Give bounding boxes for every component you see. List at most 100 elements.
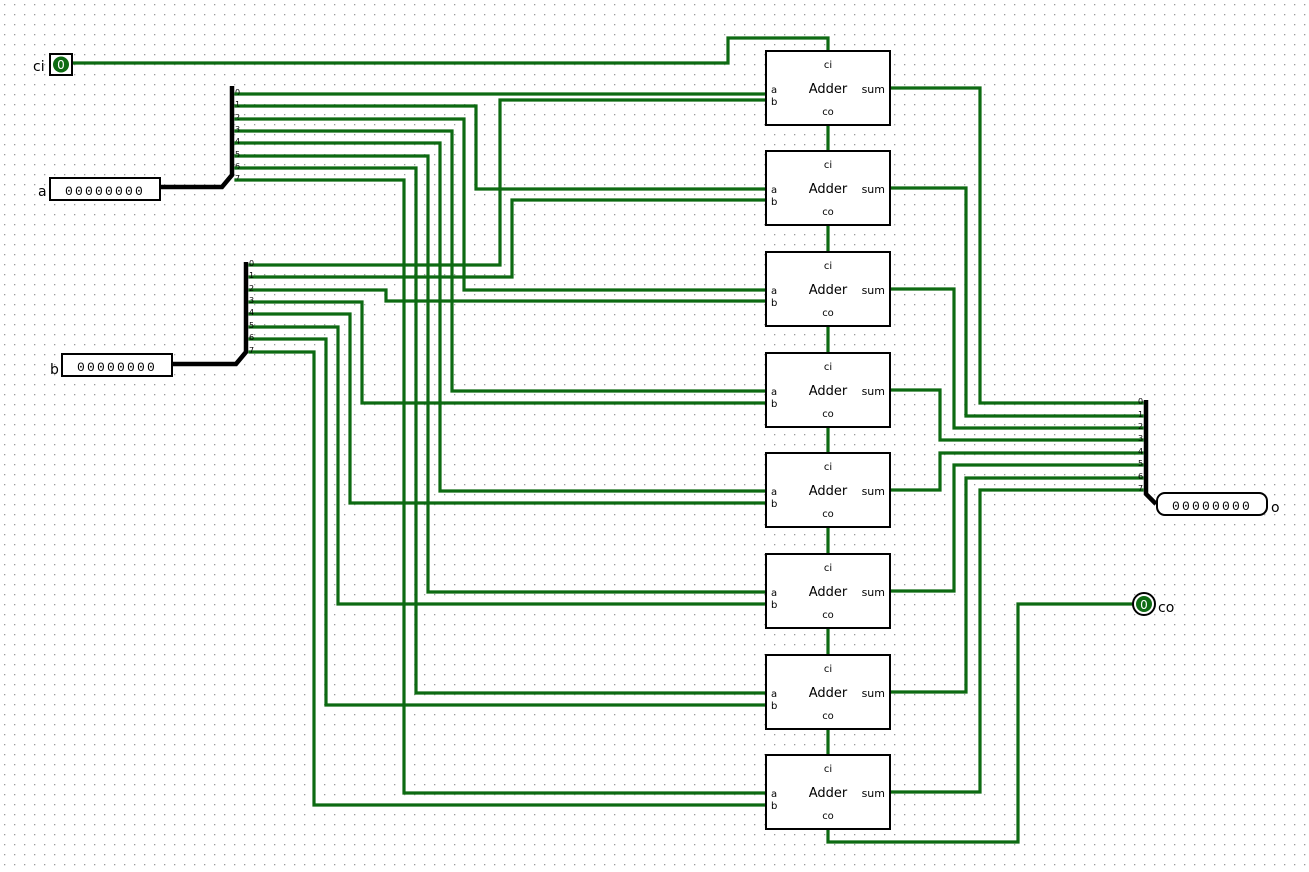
adder-pin-co-6: co — [822, 711, 834, 722]
b-split-bit-1: 1 — [249, 271, 254, 280]
a-bit-wire-6 — [234, 166, 768, 695]
adder-title-3: Adder — [809, 384, 848, 399]
adder-pin-ci-6: ci — [824, 664, 832, 675]
o-split-bit-5: 5 — [1138, 459, 1143, 468]
b-input-label: b — [50, 362, 59, 378]
a-input-pin[interactable]: a 00000000 — [38, 177, 161, 201]
a-split-bit-3: 3 — [235, 125, 240, 134]
a-bus — [160, 86, 235, 190]
adder-pin-sum-3: sum — [862, 385, 885, 398]
a-split-bit-7: 7 — [235, 174, 240, 183]
adder-pin-b-3: b — [771, 399, 777, 410]
co-wire — [826, 602, 1135, 844]
adder-box-7 — [765, 754, 891, 830]
adder-title-0: Adder — [809, 82, 848, 97]
o-split-bit-2: 2 — [1138, 422, 1143, 431]
a-split-dot-3 — [234, 129, 238, 133]
sum-wire-3 — [888, 388, 1144, 442]
o-bus — [1143, 400, 1158, 506]
adder-pin-sum-0: sum — [862, 83, 885, 96]
co-output-pin[interactable]: 0 co — [1132, 592, 1174, 616]
sum-wire-5 — [888, 463, 1144, 593]
b-split-bit-5: 5 — [249, 321, 254, 330]
ci-input-value: 0 — [57, 58, 65, 72]
o-split-bit-6: 6 — [1138, 472, 1143, 481]
co-output-value: 0 — [1140, 598, 1148, 612]
b-split-bit-6: 6 — [249, 333, 254, 342]
a-split-bit-5: 5 — [235, 150, 240, 159]
adder-title-6: Adder — [809, 686, 848, 701]
a-bit-wire-5 — [234, 154, 768, 594]
adder-pin-ci-7: ci — [824, 764, 832, 775]
adder-pin-sum-5: sum — [862, 586, 885, 599]
adder-pin-ci-2: ci — [824, 261, 832, 272]
ci-input-label: ci — [33, 59, 45, 75]
adder-box-3 — [765, 352, 891, 428]
adder-pin-b-4: b — [771, 499, 777, 510]
adder-box-5 — [765, 553, 891, 629]
adder-pin-sum-7: sum — [862, 787, 885, 800]
adder-pin-b-5: b — [771, 600, 777, 611]
adder-pin-co-0: co — [822, 107, 834, 118]
b-split-bit-4: 4 — [249, 308, 254, 317]
o-split-bit-1: 1 — [1138, 410, 1143, 419]
a-split-dot-2 — [234, 117, 238, 121]
b-input-pin[interactable]: b 00000000 — [50, 353, 173, 378]
o-split-bit-0: 0 — [1138, 397, 1143, 406]
sum-wire-0 — [888, 86, 1144, 405]
a-input-value: 00000000 — [65, 184, 145, 199]
sum-wire-2 — [888, 287, 1144, 430]
adder-pin-b-0: b — [771, 97, 777, 108]
adder-title-5: Adder — [809, 585, 848, 600]
b-split-bit-7: 7 — [249, 346, 254, 355]
adder-pin-co-2: co — [822, 308, 834, 319]
sum-wire-6 — [888, 476, 1144, 694]
a-split-dot-7 — [234, 178, 238, 182]
ci-wire — [72, 36, 830, 65]
a-split-bit-4: 4 — [235, 137, 240, 146]
adder-pin-co-3: co — [822, 409, 834, 420]
a-split-dot-5 — [234, 154, 238, 158]
a-split-bit-1: 1 — [235, 100, 240, 109]
b-bus — [172, 262, 249, 367]
adder-pin-sum-1: sum — [862, 183, 885, 196]
o-output-value: 00000000 — [1172, 499, 1252, 514]
ci-input-pin[interactable]: ci 0 — [33, 53, 73, 76]
a-split-dot-0 — [234, 92, 238, 96]
adder-pin-ci-3: ci — [824, 362, 832, 373]
ci-input-led — [53, 56, 69, 73]
b-bit-wire-7 — [248, 350, 768, 807]
a-split-dot-4 — [234, 141, 238, 145]
adder-box-6 — [765, 654, 891, 730]
adder-pin-a-0: a — [771, 85, 777, 96]
adder-pin-sum-6: sum — [862, 687, 885, 700]
adder-pin-co-5: co — [822, 610, 834, 621]
adder-pin-ci-4: ci — [824, 462, 832, 473]
sum-wire-7 — [888, 488, 1144, 794]
adder-pin-ci-1: ci — [824, 160, 832, 171]
b-bit-wire-1 — [248, 198, 768, 279]
a-split-bit-0: 0 — [235, 88, 240, 97]
adder-title-7: Adder — [809, 786, 848, 801]
adder-box-2 — [765, 251, 891, 327]
adder-pin-a-5: a — [771, 588, 777, 599]
o-output-pin[interactable]: 00000000 o — [1156, 492, 1280, 516]
adder-pin-sum-2: sum — [862, 284, 885, 297]
a-bit-wire-1 — [234, 104, 768, 191]
adder-layer: AdderciabsumcoAdderciabsumcoAdderciabsum… — [765, 50, 891, 830]
b-split-bit-0: 0 — [249, 259, 254, 268]
co-output-led — [1136, 596, 1152, 612]
b-bit-wire-3 — [248, 300, 768, 405]
